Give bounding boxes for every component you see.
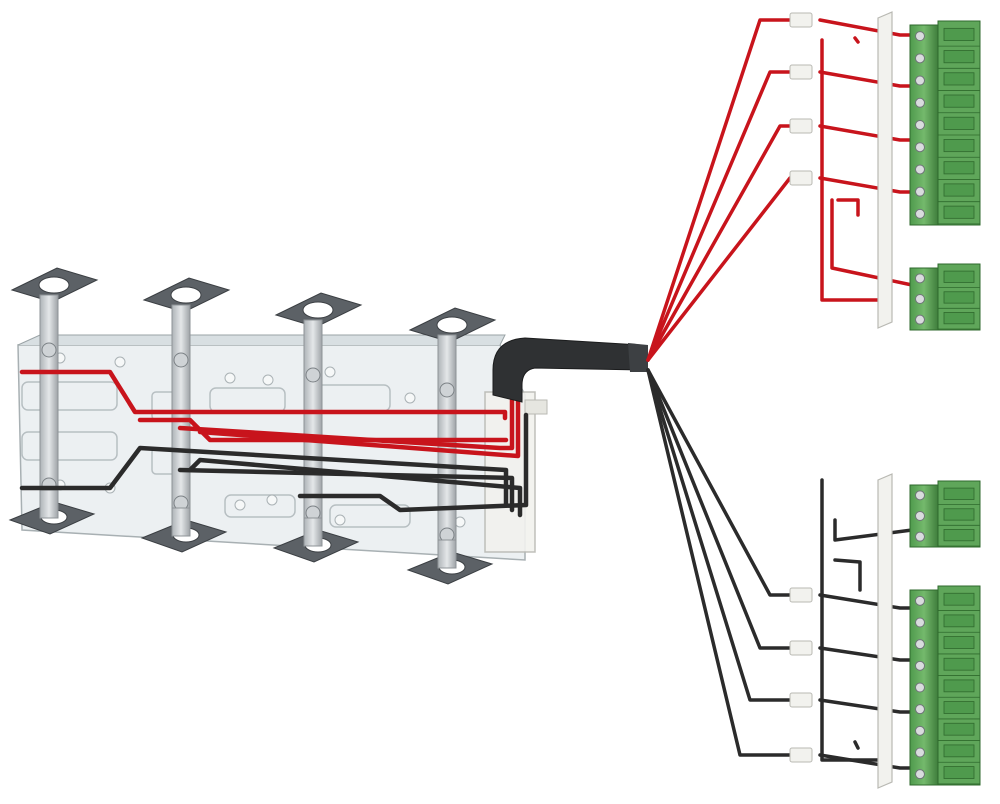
bracket-hole [170,286,202,304]
board-wires [19,369,529,518]
screw-icon [305,367,321,383]
terminal-screw-icon [915,595,925,606]
terminal-screw-icon [915,490,925,501]
screw-icon [41,342,57,358]
terminal-screw-icon [915,120,925,130]
terminal-screw-icon [915,769,925,780]
terminal-rails [877,11,893,789]
bracket-hole [436,316,468,334]
terminal-screw-icon [915,660,925,671]
terminal-screw-icon [915,31,925,42]
terminal-screw-icon [915,53,925,64]
terminal-screw-icon [915,164,925,175]
cable-sleeve [492,337,648,403]
bracket-1 [8,267,99,535]
terminal-screw-icon [915,314,925,325]
terminal-block-3 [909,480,981,548]
terminal-screw-icon [915,75,925,86]
wire-markers [789,12,813,763]
terminal-screw-icon [915,725,925,736]
terminal-block-4 [909,585,981,786]
bracket-strip [437,539,457,569]
terminal-screw-icon [915,511,925,521]
bracket-hole [38,276,70,294]
terminal-screw-icon [915,208,925,219]
terminal-screw-icon [915,294,925,304]
terminal-block-2 [909,263,981,331]
terminal-screw-icon [915,617,925,628]
bracket-hole [302,301,334,319]
mounting-brackets [8,267,497,585]
terminal-screw-icon [915,273,925,284]
fanout-wires [646,18,914,770]
terminal-screw-icon [915,639,925,650]
bracket-3 [272,292,363,563]
terminal-screw-icon [915,531,925,542]
bracket-strip [303,517,323,547]
screw-icon [439,382,455,398]
terminal-block-1 [909,20,981,226]
terminal-screw-icon [915,682,925,693]
terminal-screw-icon [915,142,925,153]
terminal-screw-icon [915,747,925,758]
terminal-screw-icon [915,97,925,108]
terminal-screw-icon [915,704,925,715]
terminal-blocks [909,20,981,786]
bracket-strip [171,507,191,537]
bracket-strip [39,489,59,519]
screw-icon [173,352,189,368]
terminal-screw-icon [915,186,925,197]
